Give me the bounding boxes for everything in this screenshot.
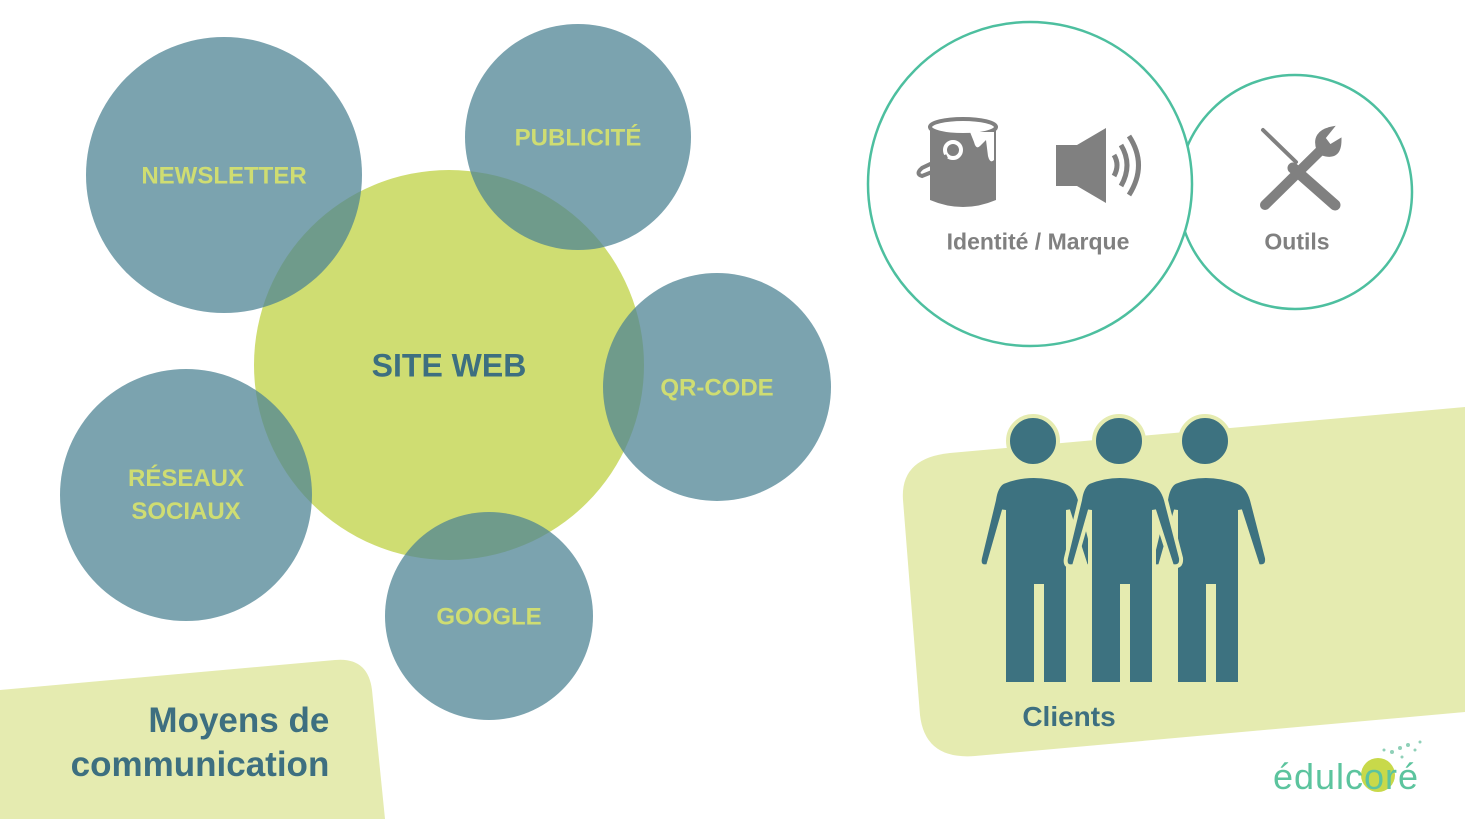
- paint-bucket-icon: [916, 117, 998, 207]
- qrcode-label: QR-CODE: [660, 374, 774, 402]
- people-icon: [977, 414, 1270, 686]
- reseaux-line1: RÉSEAUX: [127, 465, 245, 492]
- publicite-circle: [465, 24, 691, 250]
- tools-icon: [1260, 125, 1342, 211]
- reseaux-circle: [60, 369, 312, 621]
- newsletter-circle: [86, 37, 362, 313]
- site-web-circle: [254, 170, 644, 560]
- identity-label: Identité / Marque: [946, 228, 1130, 255]
- speaker-icon: [1056, 128, 1141, 203]
- reseaux-sociaux-label: RÉSEAUX SOCIAUX: [128, 462, 244, 528]
- edulcore-logo-mark: [1361, 740, 1422, 792]
- clients-label: Clients: [1022, 701, 1116, 732]
- site-web-label: SITE WEB: [371, 347, 527, 384]
- identity-circle: [866, 20, 1194, 348]
- title-line1: Moyens de: [148, 701, 330, 740]
- edulcore-logo: édulcoré: [1272, 756, 1420, 797]
- title-line2: communication: [70, 745, 330, 784]
- tools-label: Outils: [1264, 228, 1330, 255]
- reseaux-line2: SOCIAUX: [131, 498, 241, 525]
- google-circle: [385, 512, 593, 720]
- publicite-label: PUBLICITÉ: [514, 124, 642, 152]
- title-band: [0, 659, 385, 819]
- slide-title: Moyens de communication: [71, 699, 330, 787]
- qrcode-circle: [603, 273, 831, 501]
- newsletter-label: NEWSLETTER: [141, 162, 307, 190]
- google-label: GOOGLE: [436, 603, 542, 631]
- tools-circle: [1176, 73, 1414, 311]
